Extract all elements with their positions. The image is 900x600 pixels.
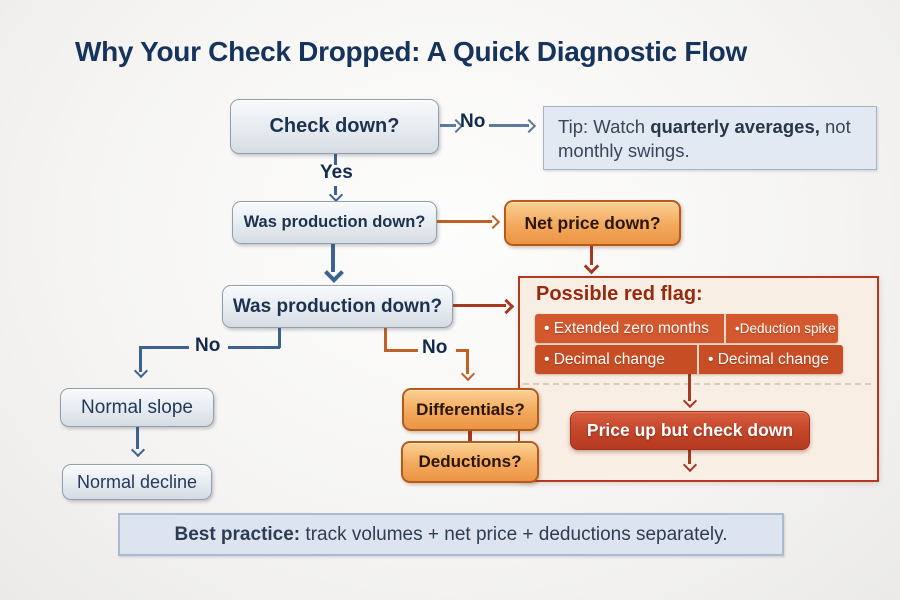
price-up-check-down-node: Price up but check down <box>570 411 810 450</box>
label-no-top: No <box>460 111 486 132</box>
node-label: Was production down? <box>243 213 426 231</box>
node-label: Normal slope <box>81 396 193 418</box>
connector-prod1-netprice <box>437 220 492 223</box>
arrowhead-prod1-netprice <box>485 214 501 230</box>
connector-prod1-prod2 <box>331 244 335 272</box>
connector-no-tip <box>489 124 529 127</box>
connector-yes-stub <box>334 152 337 165</box>
node-normal-slope: Normal slope <box>60 388 214 427</box>
arrowhead-prod1-prod2 <box>324 263 344 283</box>
tip-text-suffix: not monthly swings. <box>558 116 851 162</box>
node-label: Differentials? <box>416 399 525 419</box>
cell-divider <box>697 345 699 374</box>
arrowhead-prod2-panel <box>498 298 515 315</box>
best-practice-bar: Best practice: track volumes + net price… <box>118 513 784 556</box>
node-label: Normal decline <box>76 471 198 492</box>
connector-yes-drop <box>334 186 337 195</box>
connector-checkdown-no <box>440 124 456 127</box>
arrowhead-netprice-panel <box>583 258 600 275</box>
connector-rows-button <box>688 374 691 401</box>
node-production-question-2: Was production down? <box>222 285 453 328</box>
arrowhead-left-no <box>133 363 149 379</box>
arrowhead-no-tip <box>521 118 537 134</box>
connector-left-no-vert <box>278 326 281 348</box>
tip-text-prefix: Tip: Watch <box>558 116 651 137</box>
label-yes: Yes <box>320 162 353 183</box>
node-label: Check down? <box>269 115 400 137</box>
footer-rest-text: track volumes + net price + deductions s… <box>300 523 728 545</box>
cell-divider <box>724 314 726 343</box>
tip-box: Tip: Watch quarterly averages, not month… <box>543 106 877 170</box>
arrowhead-right-no <box>460 366 476 382</box>
node-production-question-1: Was production down? <box>232 201 437 244</box>
red-flag-row-2: • Decimal change • Decimal change <box>535 345 843 374</box>
red-flag-cell-deduction-spike: •Deduction spike <box>735 321 836 336</box>
connector-right-no-vert <box>384 326 387 351</box>
node-label: Net price down? <box>524 212 661 233</box>
red-flag-cell-decimal-change-2: • Decimal change <box>708 350 829 368</box>
node-deductions: Deductions? <box>401 441 539 483</box>
red-flag-row-1: • Extended zero months •Deduction spike <box>535 314 838 343</box>
connector-right-no-horiz-left <box>384 349 418 352</box>
connector-netprice-panel <box>590 244 593 265</box>
red-flag-cell-zero-months: • Extended zero months <box>544 319 709 337</box>
connector-right-no-horiz-right <box>456 349 469 352</box>
connector-differentials-deductions <box>468 427 472 441</box>
node-check-down: Check down? <box>230 99 439 154</box>
arrowhead-slope-decline <box>130 442 146 458</box>
node-label: Deductions? <box>418 452 522 471</box>
connector-right-no-drop <box>466 349 469 374</box>
panel-dashed-separator <box>523 383 871 385</box>
arrowhead-yes <box>328 187 344 203</box>
connector-left-no-horiz-right <box>228 346 280 349</box>
footer-bold-text: Best practice: <box>174 523 301 545</box>
label-no-right: No <box>422 337 448 358</box>
node-label: Was production down? <box>232 295 443 317</box>
red-flag-cell-decimal-change-1: • Decimal change <box>544 350 665 368</box>
connector-button-exit <box>688 450 691 464</box>
label-no-left: No <box>195 335 221 356</box>
connector-slope-decline <box>136 425 139 449</box>
node-normal-decline: Normal decline <box>62 464 212 500</box>
tip-text-bold: quarterly averages, <box>650 116 820 137</box>
connector-left-no-drop <box>139 346 142 372</box>
node-label: Price up but check down <box>586 420 794 440</box>
connector-prod2-panel <box>453 304 506 307</box>
red-flag-panel <box>518 276 879 482</box>
node-net-price-down: Net price down? <box>504 200 681 246</box>
page-title: Why Your Check Dropped: A Quick Diagnost… <box>75 36 747 67</box>
node-differentials: Differentials? <box>402 388 539 431</box>
connector-left-no-horiz-left <box>139 346 189 349</box>
red-flag-header: Possible red flag: <box>536 283 703 305</box>
